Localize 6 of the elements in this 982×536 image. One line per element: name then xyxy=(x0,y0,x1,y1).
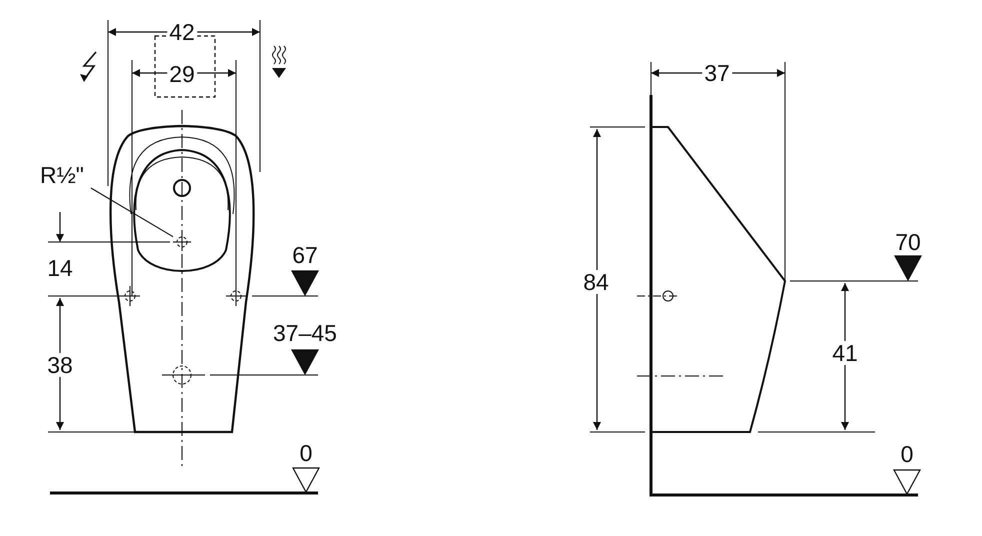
thread-size-label: R½" xyxy=(40,162,98,188)
dimension-value: 41 xyxy=(830,341,860,365)
dimension-value: 84 xyxy=(581,270,611,294)
dimension-value: 38 xyxy=(45,353,75,377)
leader-line xyxy=(90,188,174,238)
connection-point xyxy=(173,233,191,251)
